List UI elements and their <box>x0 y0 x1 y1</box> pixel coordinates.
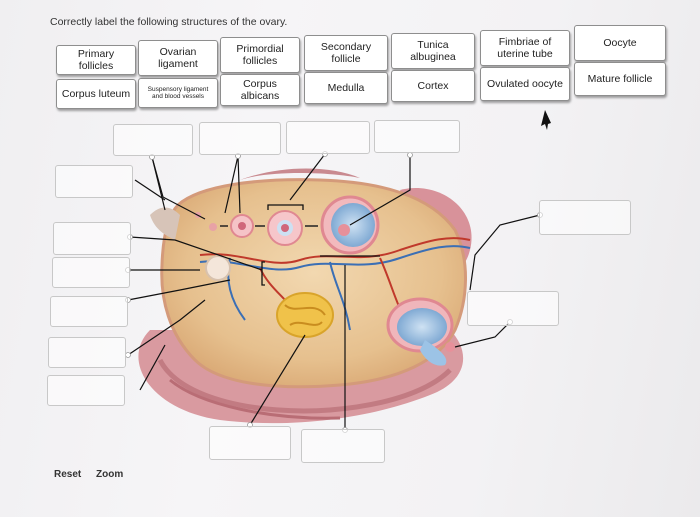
chip-medulla[interactable]: Medulla <box>304 72 388 104</box>
drop-target-9[interactable] <box>48 337 126 368</box>
corpus-albicans <box>205 255 231 281</box>
chip-primary-follicles[interactable]: Primary follicles <box>56 45 136 75</box>
cursor-icon <box>541 110 551 130</box>
drop-target-7[interactable] <box>52 257 130 288</box>
primary-follicle <box>230 214 254 238</box>
drop-target-11[interactable] <box>539 200 631 235</box>
instruction-text: Correctly label the following structures… <box>50 16 288 28</box>
ovarian-ligament <box>150 207 180 240</box>
chip-suspensory-ligament[interactable]: Suspensory ligament and blood vessels <box>138 78 218 108</box>
drop-target-12[interactable] <box>467 291 559 326</box>
ruptured-follicle <box>386 297 455 366</box>
drop-target-3[interactable] <box>286 121 370 154</box>
drop-target-10[interactable] <box>47 375 125 406</box>
drop-target-2[interactable] <box>199 122 281 155</box>
drop-target-8[interactable] <box>50 296 128 327</box>
zoom-button[interactable]: Zoom <box>96 469 124 480</box>
chip-cortex[interactable]: Cortex <box>391 70 475 102</box>
chip-corpus-albicans[interactable]: Corpus albicans <box>220 74 300 106</box>
corpus-luteum <box>276 292 334 338</box>
chip-secondary-follicle[interactable]: Secondary follicle <box>304 35 388 71</box>
chip-tunica-albuginea[interactable]: Tunica albuginea <box>391 33 475 69</box>
chip-corpus-luteum[interactable]: Corpus luteum <box>56 79 136 109</box>
drop-target-13[interactable] <box>209 426 291 460</box>
reset-button[interactable]: Reset <box>54 469 82 480</box>
drop-target-1[interactable] <box>113 124 193 156</box>
secondary-follicle <box>267 210 303 246</box>
chip-oocyte[interactable]: Oocyte <box>574 25 666 61</box>
chip-ovulated-oocyte[interactable]: Ovulated oocyte <box>480 67 570 101</box>
chip-ovarian-ligament[interactable]: Ovarian ligament <box>138 40 218 76</box>
bracket-lines <box>261 204 380 286</box>
drop-target-6[interactable] <box>53 222 131 255</box>
chip-mature-follicle[interactable]: Mature follicle <box>574 62 666 96</box>
leader-lines <box>127 153 541 430</box>
drop-target-4[interactable] <box>374 120 460 153</box>
drop-target-14[interactable] <box>301 429 385 463</box>
chip-primordial-follicles[interactable]: Primordial follicles <box>220 37 300 73</box>
ovary-body <box>160 178 467 389</box>
chip-fimbriae[interactable]: Fimbriae of uterine tube <box>480 30 570 66</box>
drop-target-5[interactable] <box>55 165 133 198</box>
